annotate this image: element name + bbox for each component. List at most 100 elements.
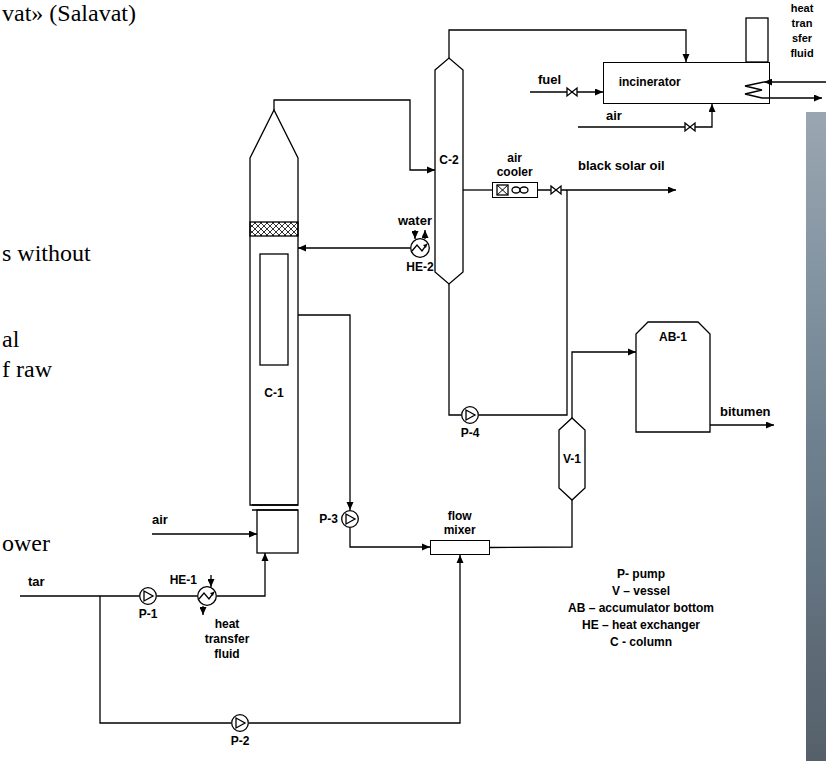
process-stream [449,30,690,62]
slide-text: s without [2,240,91,267]
photo-strip [806,112,826,761]
arrow-head [427,167,435,174]
slide-text: f raw [2,356,52,383]
stream-label: water [398,213,432,228]
stream-label: black solar oil [578,158,670,173]
process-stream [572,349,636,419]
heat-exchanger: HE-2 [410,238,430,258]
incinerator-box: incinerator [603,62,770,104]
arrow-head [298,245,306,252]
legend-text: C - column [610,635,672,649]
legend-text: P- pump [617,567,665,581]
tar-branch-line [100,596,231,723]
slide-text: ower [2,530,50,557]
pump-symbol: P-1 [139,587,157,605]
equipment-label: flow mixer [435,509,485,537]
coil [745,82,764,98]
stream-line [490,500,572,548]
process-stream [157,596,197,597]
water-out [424,230,425,239]
air-line [152,533,257,534]
equipment-label: incinerator [619,75,681,90]
legend-text: HE – heat exchanger [582,618,700,632]
flow-mixer-outline [431,541,491,556]
equipment-label: HE-2 [406,260,433,275]
pump-symbol: P-4 [461,406,479,424]
equipment-label: P-4 [461,426,480,441]
legend-text: V – vessel [612,584,670,598]
column-vessel: C-2 [435,58,463,284]
air-cooler: air cooler [492,182,538,198]
equipment-label: air cooler [490,151,540,179]
stream-line [298,247,410,248]
air-line [578,104,712,127]
process-stream [298,315,354,510]
equipment-label: AB-1 [659,330,687,345]
arrow-head [457,555,464,563]
slide-text: vat» (Salavat) [2,0,136,27]
valve [685,123,695,131]
legend-text: AB – accumulator bottom [568,601,714,615]
arrow-head [347,502,354,510]
fluid-out [762,97,822,98]
column-vessel-outline [250,110,298,553]
accumulator-tank: AB-1 [636,322,710,432]
process-stream [298,245,410,252]
slide-text: al [2,326,19,353]
tar-line [20,595,139,596]
valve [551,186,561,194]
pump-symbol-outline [461,406,479,424]
stream-line [572,352,636,418]
pump-symbol-outline [231,714,249,732]
stream-label: air [606,108,622,123]
air-cooler-outline [493,183,539,199]
pump-symbol-outline [139,587,157,605]
stream-line [350,528,430,547]
stream-label: tar [28,574,45,589]
water-in [414,230,415,239]
stream-lines [20,18,826,723]
flow-mixer: flow mixer [430,540,490,555]
bitumen-line [710,424,774,425]
stream-line [449,30,686,62]
stream-label: heat transfer fluid [196,617,258,662]
stream-line [249,555,460,723]
vessel-symbol: V-1 [559,418,585,500]
equipment-label: P-2 [231,734,250,749]
equipment-label: C-1 [264,386,283,401]
utility-out [202,606,203,615]
pump-symbol: P-2 [231,714,249,732]
utility-in [210,575,211,587]
process-stream [490,500,572,548]
stream-label: bitumen [720,404,771,419]
heat-exchanger: HE-1 [197,586,217,606]
recycle-line [479,190,567,415]
stack [746,18,768,62]
equipment-label: P-3 [319,512,338,527]
pump-symbol-outline [341,510,359,528]
stream-line [157,595,197,596]
process-stream [249,555,464,723]
process-stream [449,284,461,415]
column-vessel: C-1 [250,110,298,553]
valve [567,88,577,96]
stream-label: fuel [538,72,561,87]
equipment-label: P-1 [139,607,158,622]
arrow-head [262,553,269,561]
stream-line [463,189,492,190]
stream-line [298,315,350,510]
stream-label: heat tran sfer fluid [780,1,824,61]
arrow-head [422,544,430,551]
arrow-head [683,54,690,62]
stream-line [217,553,265,596]
stream-label: air [152,512,168,527]
stream-line [449,284,461,415]
pump-symbol: P-3 [341,510,359,528]
process-stream [350,528,430,551]
process-stream [463,190,492,191]
heat-exchanger-outline [197,586,217,606]
arrow-head [628,349,636,356]
heat-exchanger-outline [410,238,430,258]
